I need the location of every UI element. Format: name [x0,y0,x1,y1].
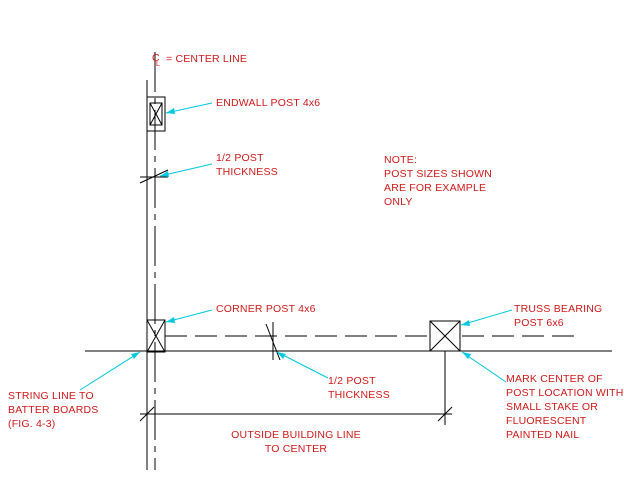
note-line-4: ONLY [384,196,413,208]
string-line-label-line-2: BATTER BOARDS [8,404,99,416]
leader-string-line [79,351,141,391]
mark-center-line-2: POST LOCATION WITH [506,387,624,399]
mark-center-label: MARK CENTER OF POST LOCATION WITH SMALL … [506,373,624,441]
string-line-label-line-3: (FIG. 4-3) [8,418,56,430]
corner-post-label: CORNER POST 4x6 [216,303,316,315]
note-block: NOTE: POST SIZES SHOWN ARE FOR EXAMPLE O… [384,154,492,208]
note-line-1: NOTE: [384,154,417,166]
mark-center-line-3: SMALL STAKE OR [506,401,598,413]
truss-bearing-label-line-2: POST 6x6 [514,317,564,329]
outside-line-1: OUTSIDE BUILDING LINE [231,429,361,441]
string-line-label: STRING LINE TO BATTER BOARDS (FIG. 4-3) [8,390,99,430]
half-post-label-2-line-1: 1/2 POST [328,375,376,387]
outside-building-line-label: OUTSIDE BUILDING LINE TO CENTER [231,429,361,455]
half-post-label-2-line-2: THICKNESS [328,389,390,401]
endwall-post [146,96,166,132]
center-line-symbol-l: L [156,61,160,68]
truss-bearing-post [429,320,461,352]
leader-corner-post [165,309,213,323]
half-post-label-1-line-2: THICKNESS [216,166,278,178]
mark-center-line-1: MARK CENTER OF [506,373,603,385]
leader-half-post-2 [276,351,329,379]
outside-line-2: TO CENTER [265,443,327,455]
leader-truss-bearing [460,309,513,326]
mark-center-line-5: PAINTED NAIL [506,429,579,441]
truss-bearing-label-line-1: TRUSS BEARING [514,303,602,315]
note-line-2: POST SIZES SHOWN [384,168,492,180]
half-post-label-1-line-1: 1/2 POST [216,152,264,164]
center-line-symbol-c: C [152,52,160,64]
corner-post [146,319,166,353]
leader-endwall [165,102,213,114]
leader-half-post-1 [159,163,213,177]
dimension-outside-building-line [139,351,453,425]
mark-center-line-4: FLUORESCENT [506,415,587,427]
leader-mark-center [461,351,507,383]
endwall-post-label: ENDWALL POST 4x6 [216,97,320,109]
center-line-label: C L = CENTER LINE [152,52,247,68]
center-line-text: = CENTER LINE [166,53,247,65]
note-line-3: ARE FOR EXAMPLE [384,182,486,194]
string-line-label-line-1: STRING LINE TO [8,390,94,402]
